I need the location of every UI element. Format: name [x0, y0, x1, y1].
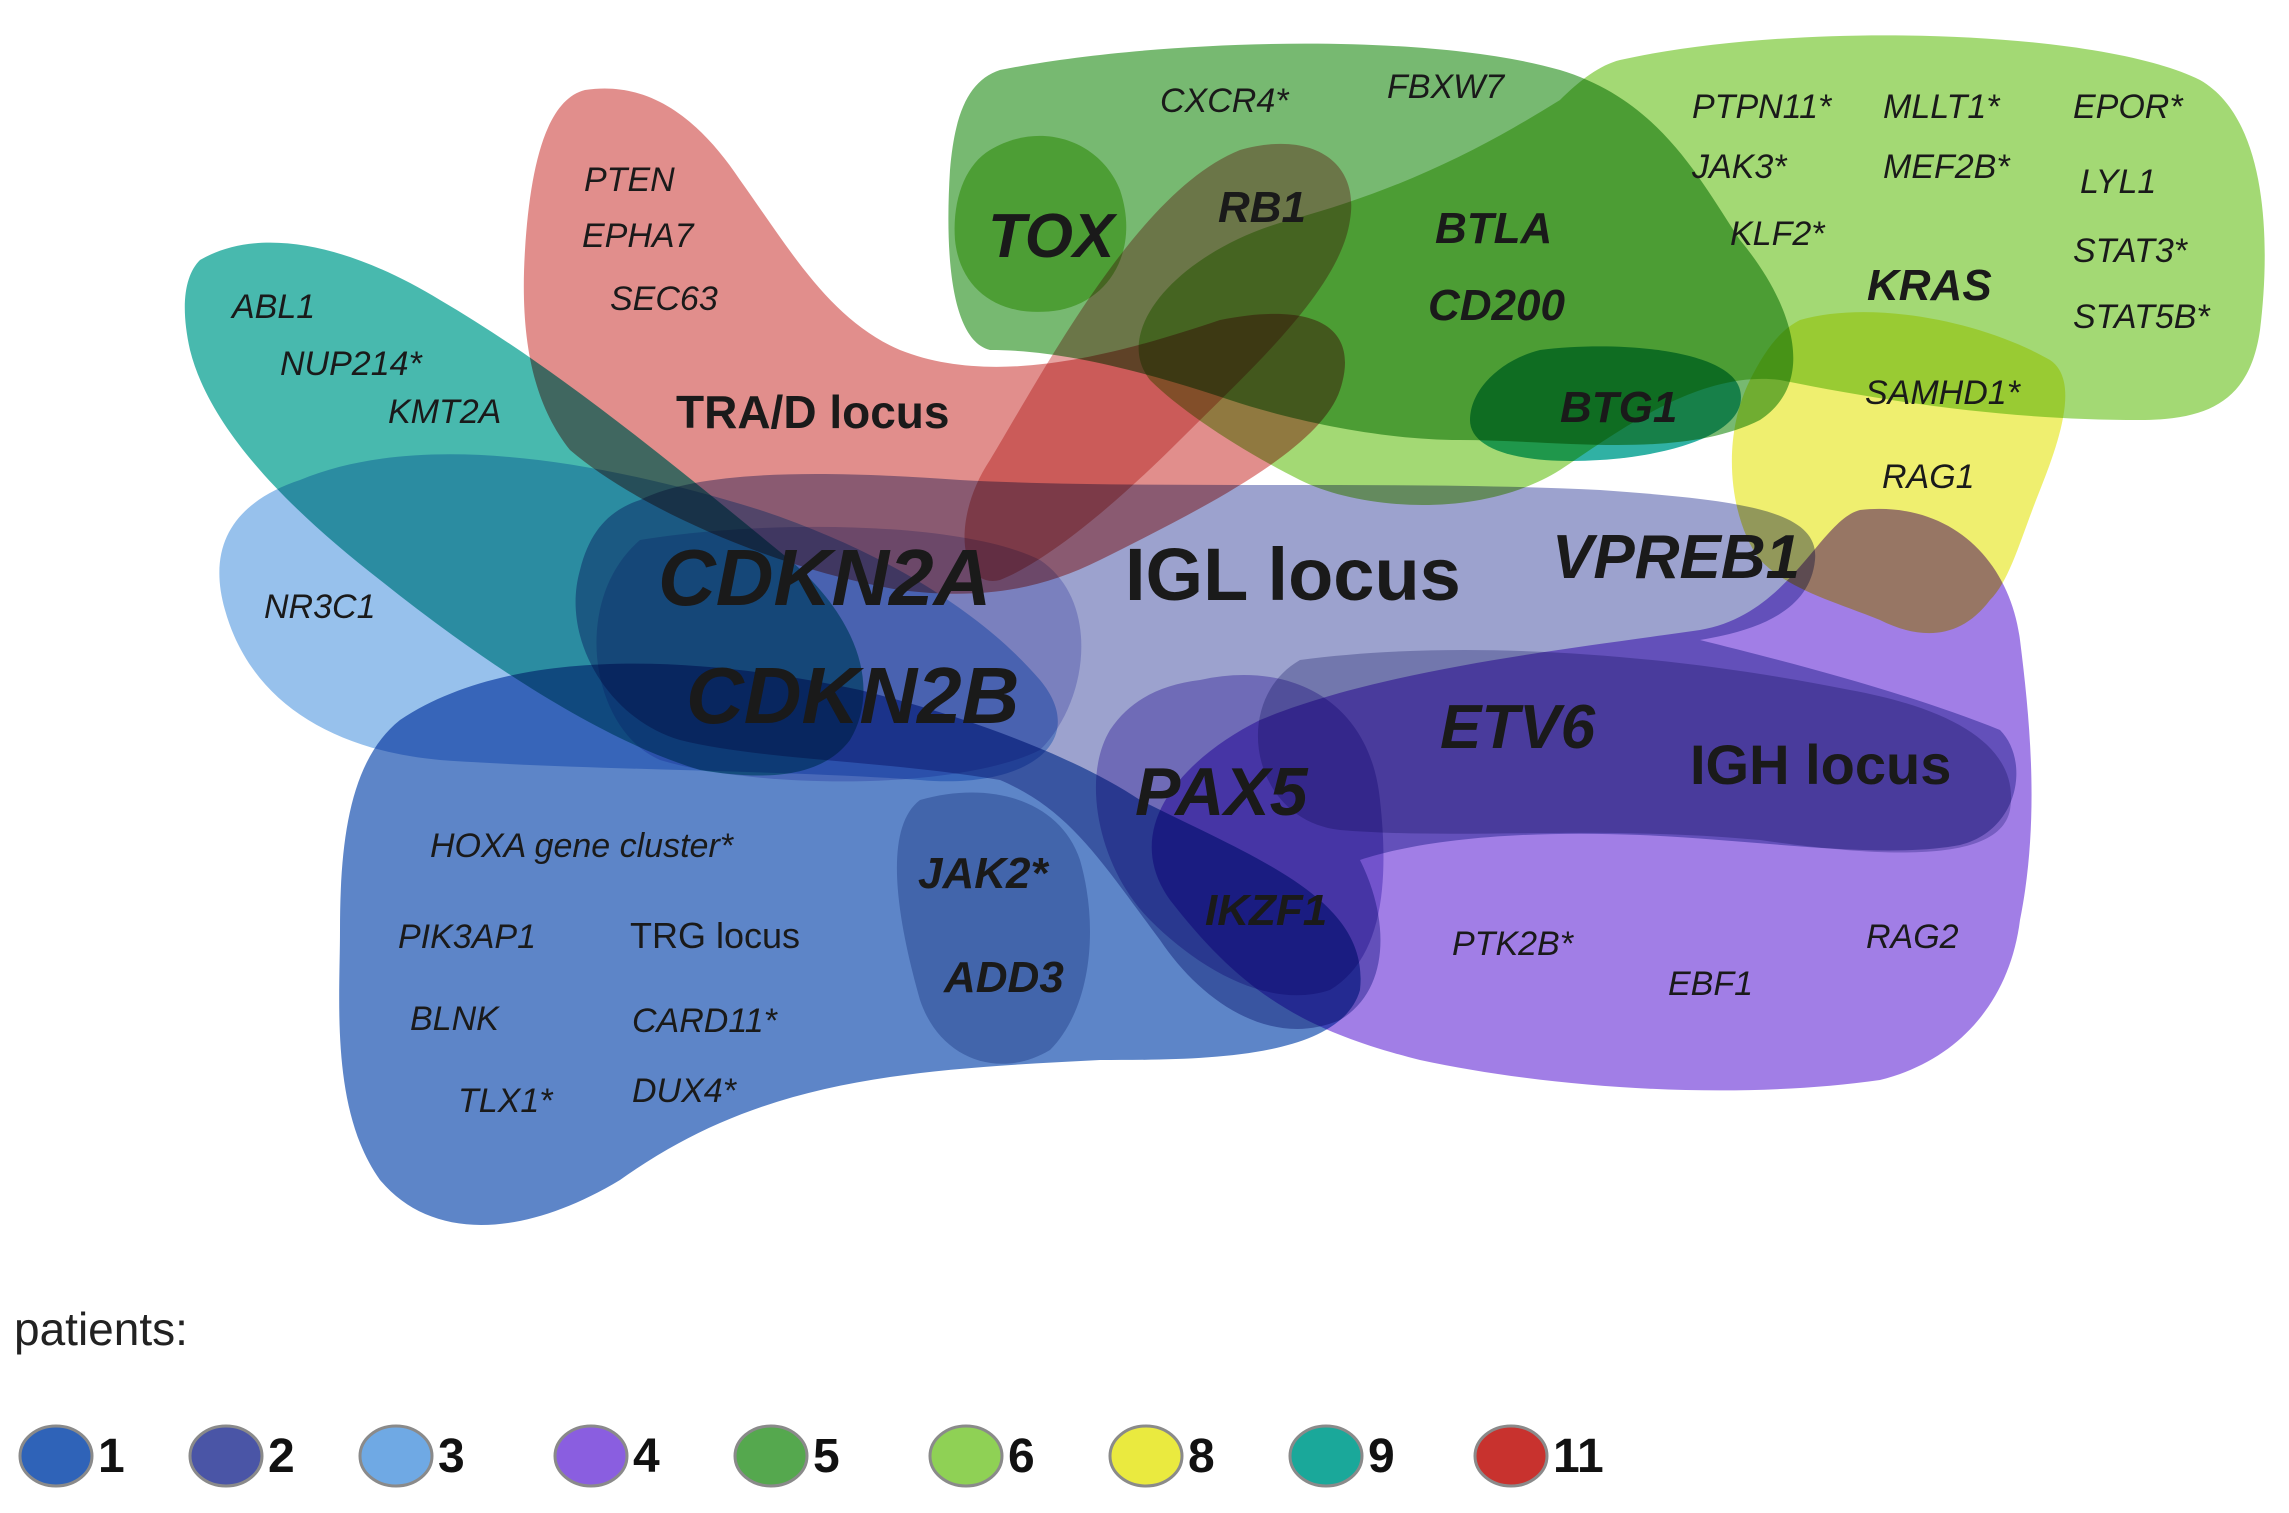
gene-label: STAT3* [2073, 232, 2189, 270]
gene-label: JAK2* [918, 849, 1049, 898]
gene-label: PTPN11* [1692, 88, 1833, 126]
gene-label: SEC63 [610, 280, 718, 318]
gene-label: STAT5B* [2073, 298, 2211, 336]
gene-label: EPOR* [2073, 88, 2184, 126]
gene-label: HOXA gene cluster* [430, 827, 735, 865]
gene-label: EPHA7 [582, 217, 695, 255]
gene-label: NUP214* [280, 345, 424, 383]
gene-label: SAMHD1* [1865, 374, 2022, 412]
legend-swatch [358, 1424, 434, 1488]
gene-label: TLX1* [458, 1082, 554, 1120]
gene-label: PIK3AP1 [398, 918, 536, 956]
locus-label: IGH locus [1690, 733, 1951, 796]
gene-label: BTLA [1435, 204, 1552, 253]
gene-label: RB1 [1218, 183, 1306, 232]
legend-label: 9 [1368, 1430, 1395, 1483]
gene-label: CDKN2A [658, 533, 991, 622]
region-jak2-add3 [896, 792, 1090, 1064]
locus-label: TRG locus [630, 915, 800, 956]
gene-label: EBF1 [1668, 965, 1753, 1003]
gene-label: BLNK [410, 1000, 500, 1038]
legend-label: 11 [1553, 1430, 1604, 1483]
region-pax5 [1095, 675, 1384, 996]
region-patient-11-rb1 [964, 143, 1352, 581]
legend-swatch [1473, 1424, 1549, 1488]
gene-label: ETV6 [1440, 693, 1596, 762]
gene-label: LYL1 [2080, 163, 2156, 201]
gene-label: DUX4* [632, 1072, 738, 1110]
gene-label: TOX [988, 202, 1118, 271]
gene-label: MLLT1* [1883, 88, 2001, 126]
legend-label: 4 [633, 1430, 660, 1483]
gene-label: BTG1 [1560, 383, 1677, 432]
locus-label: IGL locus [1125, 533, 1461, 616]
gene-label: KLF2* [1730, 215, 1826, 253]
gene-label: ADD3 [943, 953, 1064, 1002]
gene-label: PAX5 [1135, 754, 1309, 830]
legend-swatch [1288, 1424, 1364, 1488]
legend-swatch [733, 1424, 809, 1488]
legend-swatch [553, 1424, 629, 1488]
legend-label: 3 [438, 1430, 465, 1483]
legend-label: 6 [1008, 1430, 1035, 1483]
gene-label: KRAS [1867, 261, 1992, 310]
gene-label: PTEN [584, 161, 675, 199]
gene-label: CARD11* [632, 1002, 779, 1040]
gene-label: RAG1 [1882, 458, 1975, 496]
gene-label: CD200 [1428, 281, 1565, 330]
gene-label: FBXW7 [1387, 68, 1505, 106]
legend: 1 2 3 4 5 6 8 9 11 [18, 1424, 1604, 1488]
gene-label: VPREB1 [1552, 523, 1800, 592]
region-patient-2-igh [1257, 650, 2012, 853]
legend-swatch [928, 1424, 1004, 1488]
gene-label: CDKN2B [686, 651, 1019, 740]
gene-label: JAK3* [1691, 148, 1788, 186]
gene-label: IKZF1 [1205, 886, 1327, 935]
region-patient-6-tox [954, 135, 1127, 312]
gene-label: MEF2B* [1883, 148, 2011, 186]
region-patient-2-core [596, 526, 1082, 782]
legend-title: patients: [14, 1303, 188, 1355]
legend-label: 8 [1188, 1430, 1215, 1483]
legend-label: 5 [813, 1430, 840, 1483]
gene-label: CXCR4* [1160, 82, 1290, 120]
legend-swatch [188, 1424, 264, 1488]
gene-label: ABL1 [230, 288, 315, 326]
gene-label: PTK2B* [1452, 925, 1575, 963]
gene-label: RAG2 [1866, 918, 1959, 956]
gene-label: KMT2A [388, 393, 501, 431]
legend-swatch [1108, 1424, 1184, 1488]
legend-label: 1 [98, 1430, 125, 1483]
gene-label: NR3C1 [264, 588, 375, 626]
legend-label: 2 [268, 1430, 295, 1483]
locus-label: TRA/D locus [676, 386, 949, 438]
region-patient-9-btg1 [1470, 346, 1741, 461]
legend-swatch [18, 1424, 94, 1488]
